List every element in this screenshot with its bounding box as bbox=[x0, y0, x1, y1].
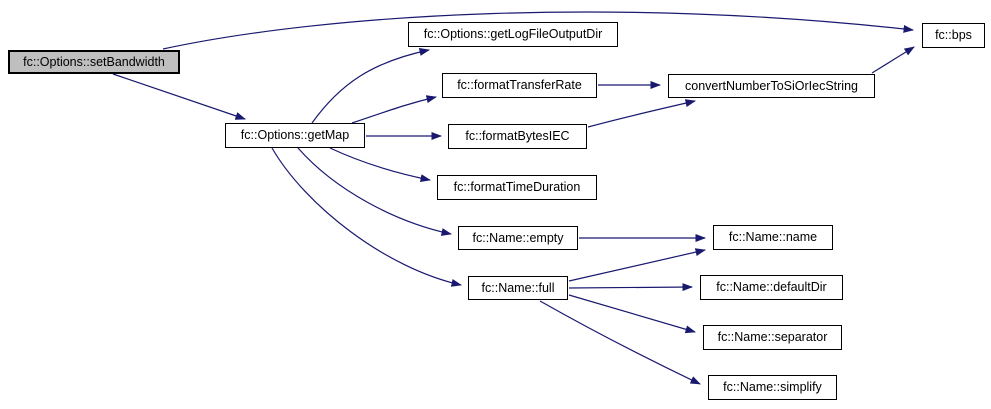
edge-convertnumber-to-bps bbox=[871, 46, 915, 74]
edge-setbandwidth-to-bps bbox=[162, 11, 914, 50]
node-fc-options-setbandwidth[interactable]: fc::Options::setBandwidth bbox=[8, 50, 180, 74]
node-fc-name-full[interactable]: fc::Name::full bbox=[468, 276, 568, 300]
node-fc-name-simplify[interactable]: fc::Name::simplify bbox=[708, 375, 837, 400]
node-convertnumbertosioriecstring[interactable]: convertNumberToSiOrIecString bbox=[668, 74, 875, 98]
edge-namefull-to-nameseparator bbox=[568, 294, 696, 334]
edge-namefull-to-namesimplify bbox=[539, 300, 701, 385]
edge-namefull-to-namedefaultdir bbox=[568, 283, 693, 292]
edge-formatbytesiec-to-convertnumber bbox=[587, 99, 696, 128]
node-fc-name-separator[interactable]: fc::Name::separator bbox=[703, 325, 842, 350]
edge-setbandwidth-to-getmap bbox=[112, 73, 246, 120]
edge-getmap-to-formattimeduration bbox=[329, 147, 431, 183]
node-fc-formatbytesiec[interactable]: fc::formatBytesIEC bbox=[448, 124, 587, 149]
node-fc-formattimeduration[interactable]: fc::formatTimeDuration bbox=[437, 175, 597, 200]
node-fc-name-empty[interactable]: fc::Name::empty bbox=[458, 226, 578, 250]
edge-getmap-to-getlogfileoutputdir bbox=[311, 48, 430, 124]
node-fc-formattransferrate[interactable]: fc::formatTransferRate bbox=[442, 73, 597, 98]
node-fc-options-getlogfileoutputdir[interactable]: fc::Options::getLogFileOutputDir bbox=[408, 22, 618, 47]
node-fc-name-defaultdir[interactable]: fc::Name::defaultDir bbox=[700, 275, 843, 300]
node-fc-bps[interactable]: fc::bps bbox=[922, 23, 985, 48]
edge-getmap-to-formattransferrate bbox=[351, 95, 437, 124]
edge-namefull-to-namename bbox=[568, 248, 706, 282]
edge-getmap-to-namefull bbox=[271, 147, 462, 287]
node-fc-options-getmap[interactable]: fc::Options::getMap bbox=[225, 123, 365, 148]
edge-getmap-to-nameempty bbox=[297, 147, 452, 236]
node-fc-name-name[interactable]: fc::Name::name bbox=[713, 225, 833, 250]
